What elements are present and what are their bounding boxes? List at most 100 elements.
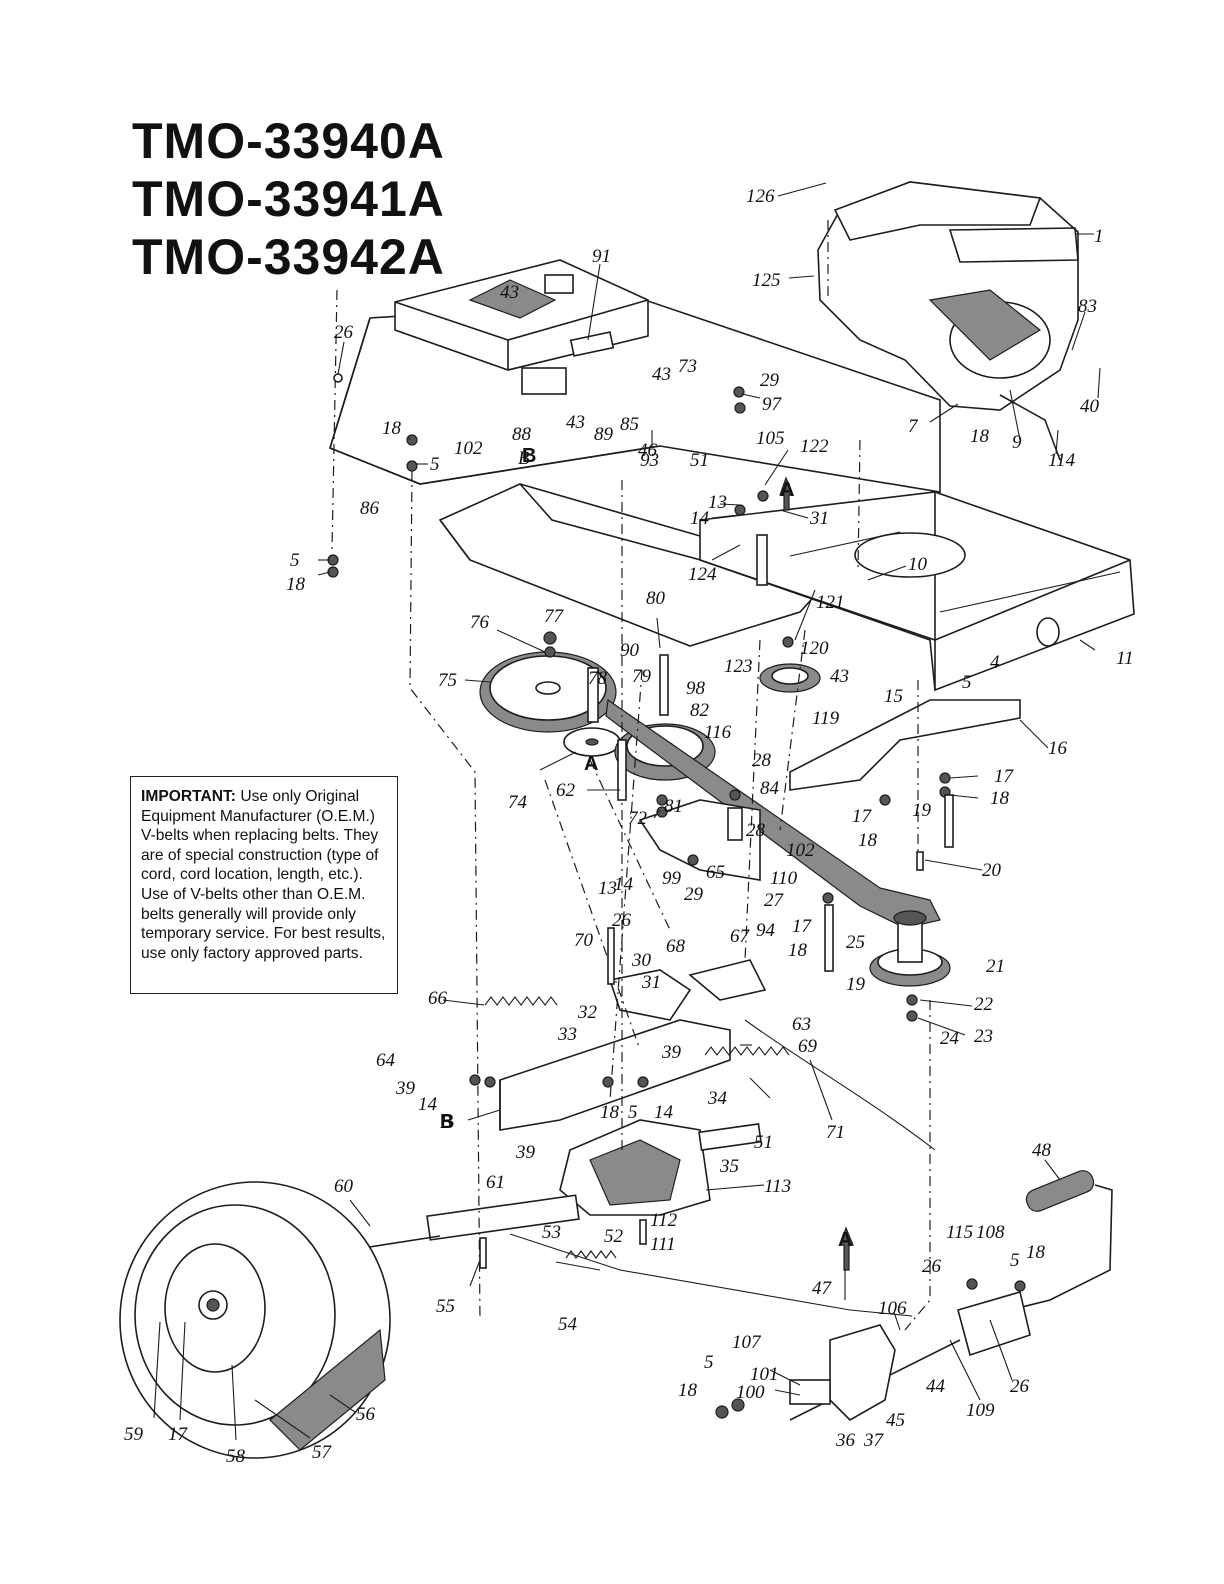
callout-label: 125 [752, 270, 781, 291]
engine [817, 181, 1079, 461]
spring-34 [704, 1046, 790, 1056]
callout-label: 81 [664, 796, 683, 817]
callout-label: 107 [732, 1332, 762, 1353]
callout-label: 40 [1080, 396, 1100, 417]
callout-label: 89 [594, 424, 614, 445]
callout-label: 28 [746, 820, 766, 841]
callout-label: 17 [792, 916, 813, 937]
idler-pulley [563, 727, 621, 757]
callout-label: 97 [762, 394, 783, 415]
model-number: TMO-33942A [132, 229, 445, 285]
callout-label: 36 [835, 1430, 856, 1451]
callout-label: 24 [940, 1028, 960, 1049]
hardware [327, 274, 1026, 1419]
important-notice-box: IMPORTANT: Use only Original Equipment M… [130, 776, 398, 994]
callout-label: 18 [600, 1102, 620, 1123]
callout-label: 88 [512, 424, 532, 445]
callout-label: 106 [878, 1298, 907, 1319]
callout-label: 23 [974, 1026, 993, 1047]
reference-arrow-a-bottom: A [838, 1226, 854, 1271]
callout-label: 44 [926, 1376, 946, 1397]
callout-label: 7 [908, 416, 919, 437]
reference-arrow-a-top: A [779, 476, 794, 511]
callout-label: 122 [800, 436, 829, 457]
callout-label: 21 [986, 956, 1005, 977]
callout-label: 53 [542, 1222, 561, 1243]
callout-label: 71 [826, 1122, 845, 1143]
spring-54 [565, 1250, 617, 1259]
callout-label: 9 [1012, 432, 1022, 453]
callout-label: 18 [678, 1380, 698, 1401]
callout-label: 79 [632, 666, 652, 687]
callout-label: 110 [770, 868, 798, 889]
dash-panel [329, 259, 941, 493]
callout-label: 99 [662, 868, 682, 889]
callout-label: 31 [809, 508, 829, 529]
callout-numbers: 126 1 125 83 40 7 18 9 114 91 43 26 88 4… [124, 186, 1134, 1467]
callout-label: 5 [430, 454, 440, 475]
callout-label: 61 [486, 1172, 505, 1193]
callout-label: 76 [470, 612, 490, 633]
main-frame [699, 491, 1135, 692]
callout-label: 15 [884, 686, 903, 707]
callout-label: 47 [812, 1278, 833, 1299]
callout-label: 59 [124, 1424, 144, 1445]
bracket-30 [608, 969, 692, 1021]
callout-label: 83 [1078, 296, 1097, 317]
model-number-list: TMO-33940A TMO-33941A TMO-33942A [132, 112, 445, 286]
callout-label: 119 [812, 708, 840, 729]
reference-mark-b: B [440, 1111, 454, 1133]
callout-label: 124 [688, 564, 717, 585]
leader-lines [153, 182, 1101, 1441]
callout-label: 37 [863, 1430, 885, 1451]
callout-label: 26 [334, 322, 354, 343]
main-drive-pulley [479, 651, 617, 733]
transaxle [349, 1119, 762, 1251]
callout-label: 90 [620, 640, 640, 661]
callout-label: 98 [686, 678, 706, 699]
callout-label: 31 [641, 972, 661, 993]
callout-label: 18 [990, 788, 1010, 809]
callout-label: 73 [678, 356, 697, 377]
callout-label: 52 [604, 1226, 624, 1247]
callout-label: 70 [574, 930, 594, 951]
callout-label: 100 [736, 1382, 765, 1403]
callout-label: 14 [418, 1094, 438, 1115]
callout-label: 26 [922, 1256, 942, 1277]
callout-label: 65 [706, 862, 725, 883]
callout-label: 85 [620, 414, 639, 435]
callout-label: 33 [557, 1024, 577, 1045]
callout-label: 112 [650, 1210, 678, 1231]
callout-label: 63 [792, 1014, 811, 1035]
callout-label: 58 [226, 1446, 246, 1467]
callout-label: 25 [846, 932, 865, 953]
callout-label: 102 [454, 438, 483, 459]
callout-label: 29 [684, 884, 704, 905]
callout-label: 116 [704, 722, 732, 743]
callout-label: 18 [788, 940, 808, 961]
transmission-support-33 [499, 1019, 731, 1131]
callout-label: 45 [886, 1410, 905, 1431]
callout-label: 16 [1048, 738, 1068, 759]
callout-label: 1 [1094, 226, 1104, 247]
callout-label: 66 [428, 988, 448, 1009]
callout-label: 39 [661, 1042, 682, 1063]
callout-label: 27 [764, 890, 785, 911]
callout-label: 5 [704, 1352, 714, 1373]
callout-label: 101 [750, 1364, 779, 1385]
idler-bracket-84 [638, 799, 761, 881]
callout-label: 30 [631, 950, 652, 971]
callout-label: 120 [800, 638, 829, 659]
callout-label: 48 [1032, 1140, 1052, 1161]
callout-label: 86 [360, 498, 380, 519]
callout-label: 5 [628, 1102, 638, 1123]
callout-label: 43 [566, 412, 585, 433]
assembly-lines [331, 220, 931, 1331]
callout-label: B [440, 1112, 452, 1133]
callout-label: 43 [830, 666, 849, 687]
callout-label: 55 [436, 1296, 455, 1317]
callout-label: 74 [508, 792, 528, 813]
deck-drive-pulley [869, 910, 951, 987]
callout-label: 32 [577, 1002, 598, 1023]
